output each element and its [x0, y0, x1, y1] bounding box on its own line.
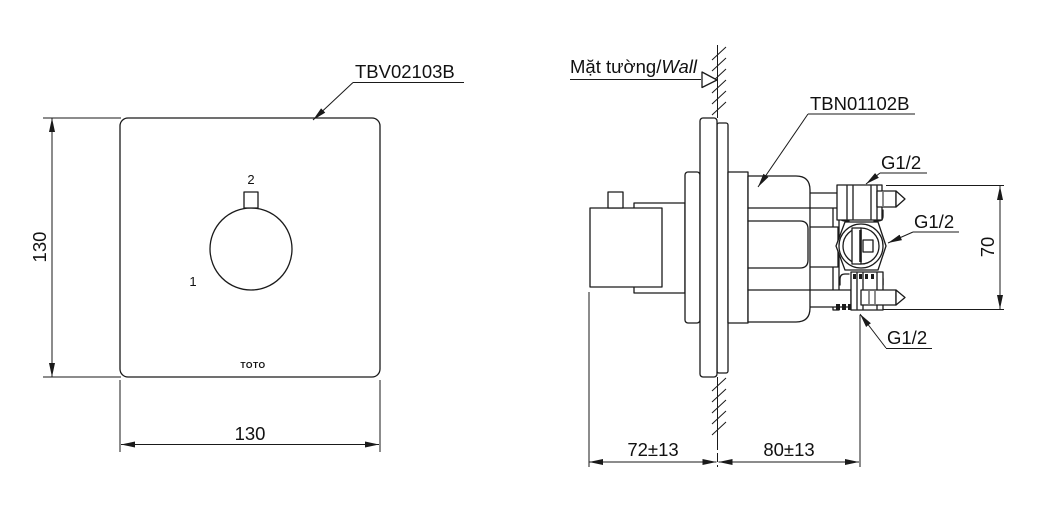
height-extension-lines — [43, 117, 121, 378]
toto-logo: TOTO — [240, 360, 265, 370]
g12-bottom-label: G1/2 — [887, 327, 927, 348]
handle-marker-2: 2 — [247, 172, 254, 187]
wall-label-group: Mặt tường/Wall — [570, 56, 718, 89]
valve-part-code: TBN01102B — [810, 93, 909, 114]
front-view: 2 1 TOTO 130 130 TBV02103B — [29, 61, 464, 452]
height-dimension: 130 — [29, 117, 121, 378]
faceplate-part-label-group: TBV02103B — [312, 61, 464, 121]
handle-knob-side — [589, 207, 663, 288]
thread-section-marks — [836, 274, 874, 310]
g12-middle-group: G1/2 — [887, 211, 959, 244]
valve-part-label-group: TBN01102B — [757, 93, 915, 188]
wall-pointer-triangle — [701, 71, 718, 89]
handle-notch-side — [607, 191, 624, 209]
front-offset-label: 72±13 — [627, 439, 678, 460]
top-pipe — [805, 192, 839, 209]
top-port-block — [836, 184, 883, 221]
top-screw-shaft — [876, 190, 897, 208]
top-port-threads — [846, 185, 878, 220]
escutcheon-flange-side — [684, 171, 701, 324]
handle-marker-1: 1 — [189, 274, 196, 289]
middle-pipe — [805, 226, 839, 268]
g12-top-group: G1/2 — [865, 152, 927, 185]
depth-dimensions: 72±13 80±13 — [588, 292, 861, 467]
width-dimension: 130 — [119, 380, 381, 452]
valve-leader-line — [757, 113, 809, 188]
wall-section — [711, 45, 727, 467]
wall-hatching — [711, 46, 727, 436]
width-dimension-label: 130 — [235, 423, 266, 444]
g12-bottom-group: G1/2 — [859, 313, 932, 349]
wall-label: Mặt tường/Wall — [570, 56, 698, 77]
faceplate-part-code: TBV02103B — [355, 61, 455, 82]
valve-body-housing — [747, 175, 811, 323]
bottom-screw-detail — [868, 291, 876, 304]
wall-depth-label: 80±13 — [763, 439, 814, 460]
g12-top-leader — [865, 172, 881, 185]
housing-tier-lines — [747, 207, 811, 291]
height-dimension-label: 130 — [29, 232, 50, 263]
depth-extension-lines — [588, 292, 861, 467]
g12-top-label: G1/2 — [881, 152, 921, 173]
top-screw-tip — [895, 190, 906, 208]
port-spacing-extension-lines — [883, 185, 1004, 310]
valve-front-flange — [727, 171, 749, 324]
bottom-screw-shaft — [860, 289, 897, 306]
bottom-screw-tip — [895, 289, 906, 306]
faceplate-outline — [119, 117, 381, 378]
side-view: Mặt tường/Wall TBN01102B G1/2 G1/2 G1/2 — [570, 45, 1004, 467]
wall-mount-bar — [716, 122, 729, 374]
width-extension-lines — [119, 380, 381, 452]
wall-label-vi: Mặt tường/ — [570, 56, 662, 77]
g12-middle-label: G1/2 — [914, 211, 954, 232]
faceplate-leader-line — [312, 82, 354, 121]
g12-middle-leader — [887, 231, 914, 244]
handle-indicator-notch — [243, 191, 259, 209]
cartridge-cap-outline — [747, 220, 809, 269]
trim-plate-side — [699, 117, 718, 378]
wall-label-en: Wall — [661, 56, 698, 77]
port-spacing-dimension: 70 — [883, 185, 1004, 310]
g12-bottom-leader — [859, 313, 887, 349]
port-spacing-label: 70 — [977, 237, 998, 258]
cartridge-tab — [862, 239, 874, 253]
